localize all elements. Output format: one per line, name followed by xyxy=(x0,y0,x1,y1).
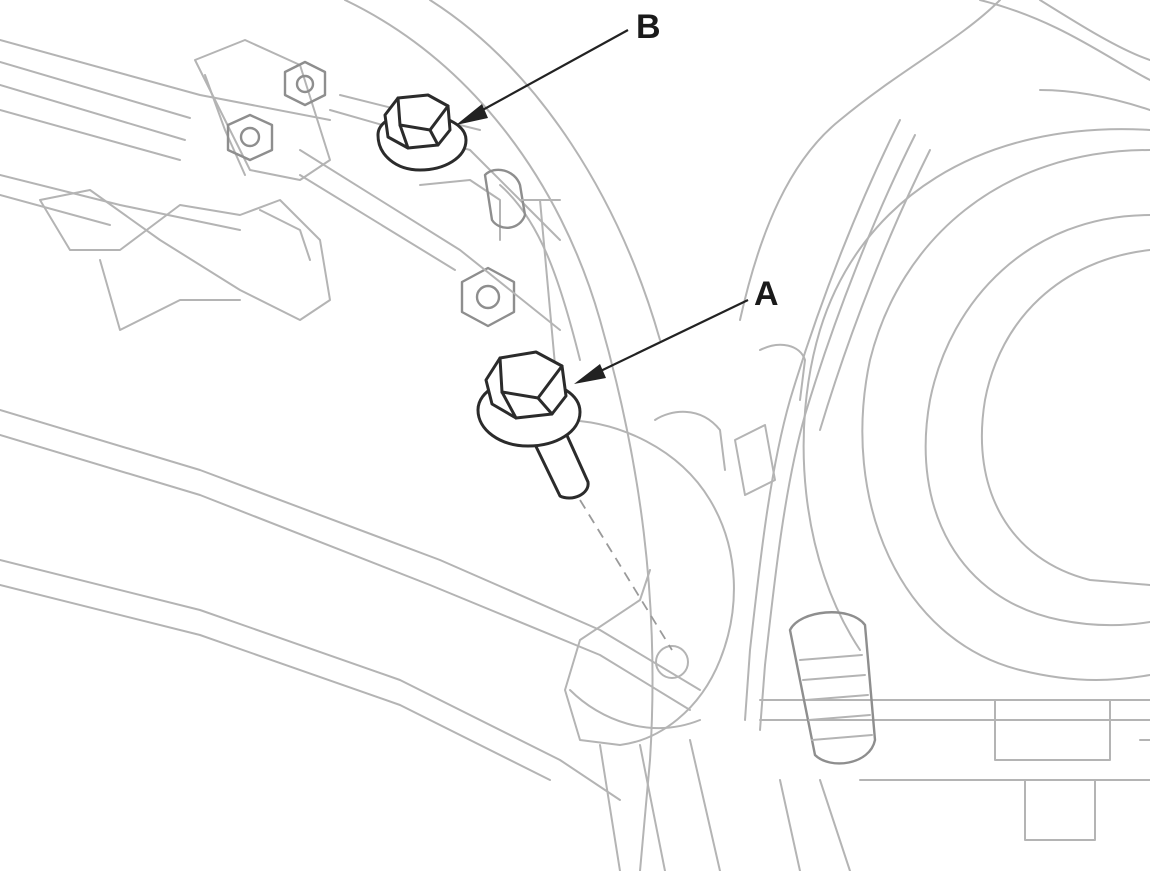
bolt-a xyxy=(476,350,590,500)
lower-arm xyxy=(0,409,701,801)
lower-right-bracket xyxy=(759,699,1150,871)
mounting-bracket xyxy=(39,39,331,331)
strap-bracket xyxy=(744,119,931,731)
stud-pin xyxy=(483,168,561,229)
callout-a-label: A xyxy=(754,275,779,313)
callout-a-arrowhead xyxy=(574,364,606,384)
callout-a: A xyxy=(574,275,779,384)
brake-drum xyxy=(739,0,1150,681)
callout-b-label: B xyxy=(636,8,661,46)
bump-stop xyxy=(788,611,877,765)
sensor-cylinder xyxy=(734,343,806,496)
nut-b xyxy=(376,93,468,172)
bracket-nuts xyxy=(226,60,516,328)
bolt-axis-line xyxy=(579,499,673,651)
callout-b-leader xyxy=(467,29,629,119)
upper-left-arm xyxy=(0,39,331,231)
knuckle-plate xyxy=(559,410,735,871)
callout-a-leader xyxy=(585,299,749,379)
callout-b: B xyxy=(456,8,661,125)
callout-b-arrowhead xyxy=(456,104,488,125)
